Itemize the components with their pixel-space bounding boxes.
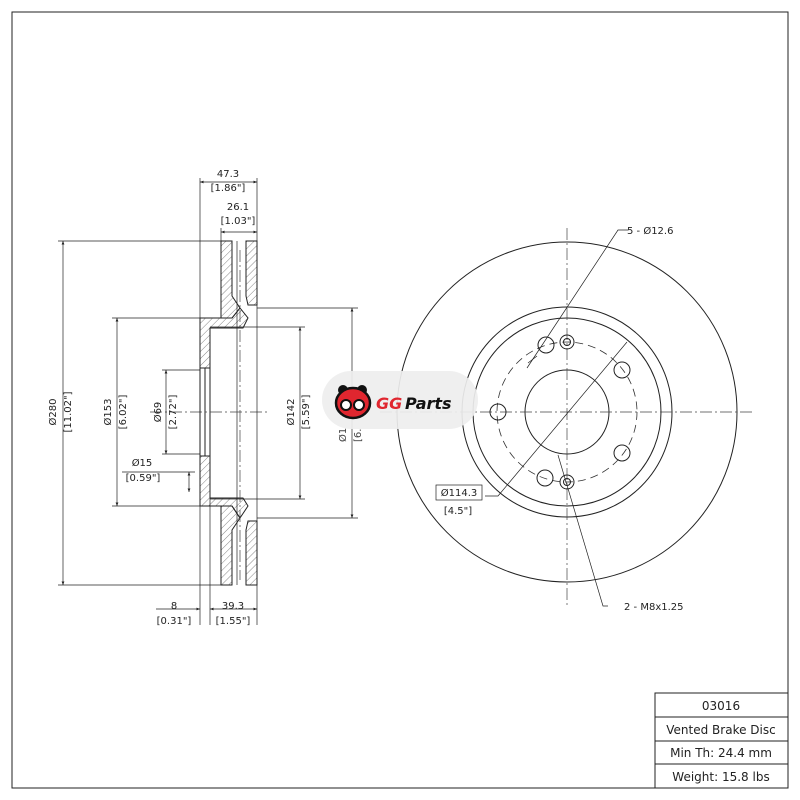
dim-center-bore: Ø69	[152, 402, 164, 423]
dim-hat-diameter-in: [6.02"]	[118, 395, 129, 430]
part-description: Vented Brake Disc	[666, 723, 775, 737]
dim-center-bore-in: [2.72"]	[168, 395, 179, 430]
min-thickness: Min Th: 24.4 mm	[670, 746, 772, 760]
dim-disc-thickness-in: [1.03"]	[221, 216, 256, 227]
dim-hidden-diameter: Ø1	[337, 428, 349, 442]
dim-hat-thickness: 8	[171, 601, 177, 612]
dim-inner-diameter-in: [5.59"]	[301, 395, 312, 430]
dim-overall-width-in: [1.86"]	[211, 183, 246, 194]
weight: Weight: 15.8 lbs	[672, 770, 769, 784]
title-block: 03016 Vented Brake Disc Min Th: 24.4 mm …	[654, 692, 789, 789]
dim-hole-diameter: Ø15	[132, 457, 153, 469]
bolt-circle-label-in: [4.5"]	[444, 506, 472, 517]
dim-hat-diameter: Ø153	[102, 399, 114, 426]
dim-disc-thickness: 26.1	[227, 202, 249, 213]
dim-hat-height: 39.3	[222, 601, 244, 612]
bolt-holes-label: 5 - Ø12.6	[627, 225, 673, 237]
dim-hole-diameter-in: [0.59"]	[126, 473, 161, 484]
dim-overall-width: 47.3	[217, 169, 239, 180]
dim-hidden-diameter-in: [6.	[353, 429, 364, 442]
logo-text-gg: GG	[376, 394, 402, 413]
dim-inner-diameter: Ø142	[285, 399, 297, 426]
bolt-holes	[489, 336, 631, 487]
dim-hat-height-in: [1.55"]	[216, 616, 251, 627]
side-view-section: 47.3 [1.86"] 26.1 [1.03"] Ø280 [11.02"] …	[47, 169, 358, 627]
dim-outer-diameter-in: [11.02"]	[63, 391, 74, 432]
ggparts-logo: GG Parts	[322, 371, 478, 429]
logo-text-parts: Parts	[405, 394, 452, 413]
drawing-frame	[11, 11, 789, 789]
dim-hat-thickness-in: [0.31"]	[157, 616, 192, 627]
bolt-circle-label: Ø114.3	[441, 487, 478, 499]
part-number: 03016	[702, 699, 740, 713]
dim-outer-diameter: Ø280	[47, 399, 59, 426]
threaded-holes-label: 2 - M8x1.25	[624, 602, 684, 613]
